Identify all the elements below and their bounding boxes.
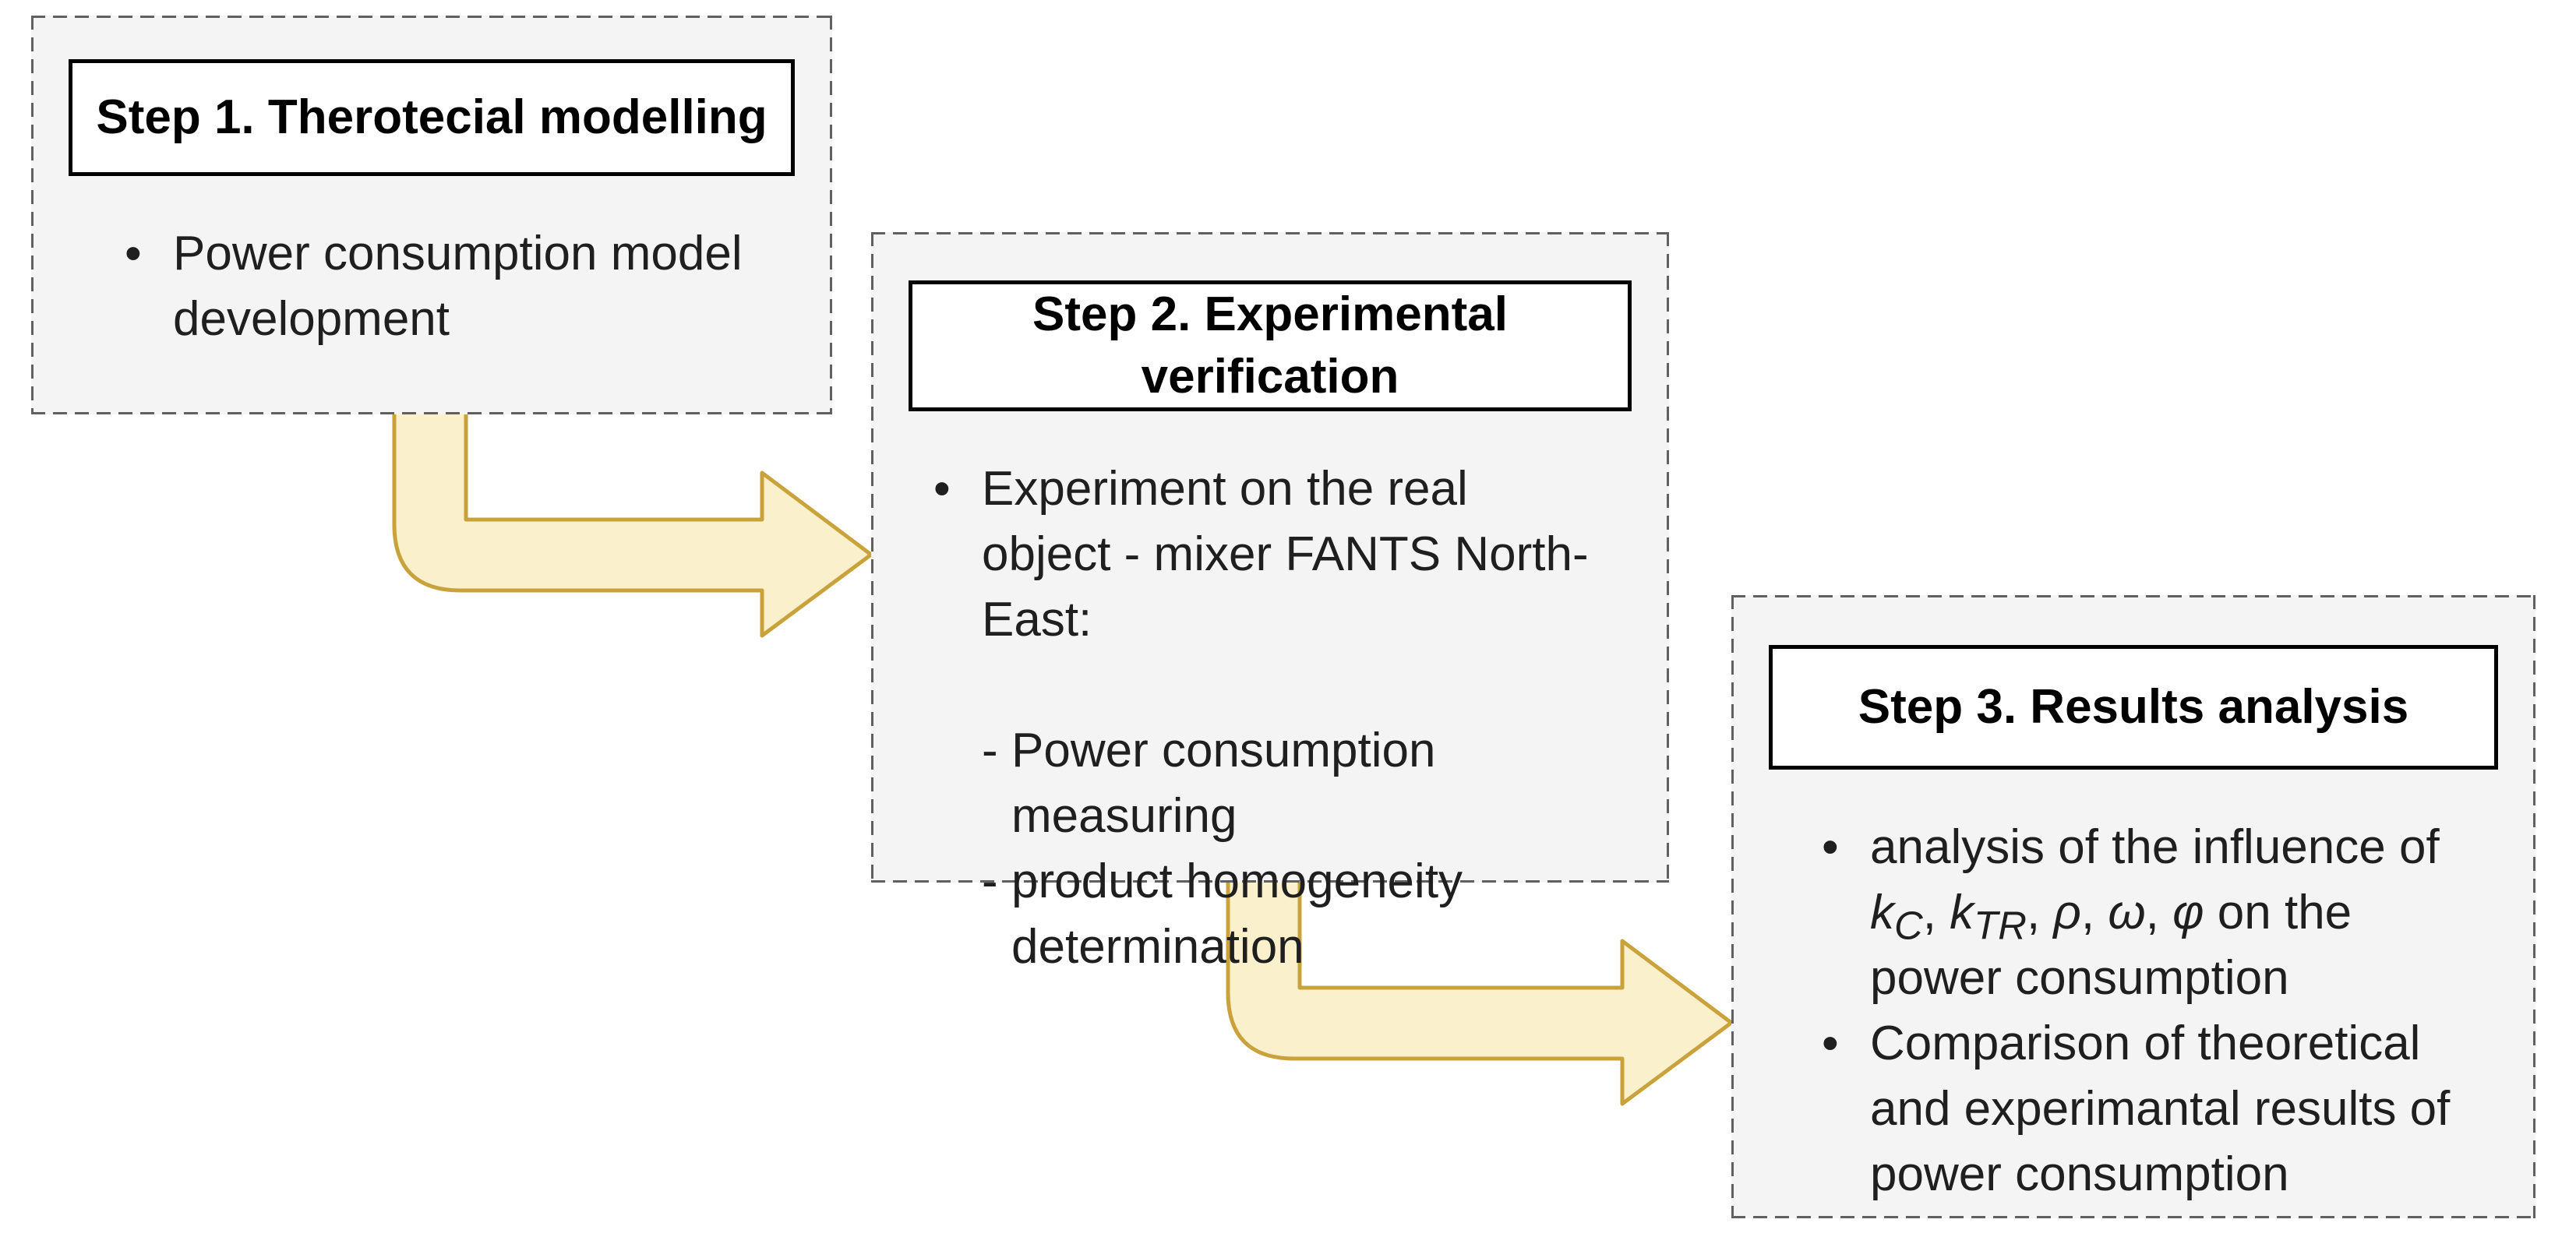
flow-arrow-step2-to-step3 bbox=[1226, 878, 1734, 1106]
step-1-title-box: Step 1. Therotecial modelling bbox=[69, 59, 795, 176]
step-3-body: • analysis of the influence of kC, kTR, … bbox=[1731, 815, 2535, 1207]
bullet-line: East: bbox=[982, 593, 1092, 647]
sub-item-line: measuring bbox=[1011, 789, 1237, 843]
bullet-line: Power consumption model bbox=[173, 227, 743, 280]
bullet-line: development bbox=[173, 292, 450, 346]
arrow-shape bbox=[392, 410, 873, 638]
sub-item-line: product homogeneity bbox=[1011, 855, 1463, 908]
bullet-line: object - mixer FANTS North- bbox=[982, 527, 1589, 581]
sub-list-item: - Power consumption measuring bbox=[982, 718, 1669, 849]
step-3-title: Step 3. Results analysis bbox=[1858, 680, 2409, 734]
bullet-line: Comparison of theoretical bbox=[1870, 1017, 2421, 1070]
step-1-body: • Power consumption model development bbox=[31, 221, 832, 352]
bullet-line: and experimantal results of bbox=[1870, 1082, 2451, 1136]
step-1-title: Step 1. Therotecial modelling bbox=[96, 90, 768, 144]
sub-item-text: product homogeneity determination bbox=[1011, 849, 1669, 980]
step-2-title-line: verification bbox=[1141, 350, 1399, 404]
bullet-text: Experiment on the real object - mixer FA… bbox=[982, 456, 1669, 980]
bullet-line: power consumption bbox=[1870, 1147, 2289, 1201]
bullet-line-math: kC, kTR, ρ, ω, φ on the bbox=[1870, 886, 2352, 948]
sub-item-line: Power consumption bbox=[1011, 724, 1436, 777]
sub-item-line: determination bbox=[1011, 920, 1304, 974]
list-item: • Comparison of theoretical and experima… bbox=[1822, 1011, 2535, 1207]
bullet-text: analysis of the influence of kC, kTR, ρ,… bbox=[1870, 815, 2535, 1011]
step-2-panel: Step 2. Experimental verification • Expe… bbox=[871, 232, 1669, 974]
bullet-marker: • bbox=[933, 462, 951, 516]
flow-arrow-step1-to-step2 bbox=[392, 410, 873, 638]
bullet-marker: • bbox=[125, 227, 142, 280]
step-2-title-box: Step 2. Experimental verification bbox=[909, 280, 1632, 411]
bullet-line: Experiment on the real bbox=[982, 462, 1468, 516]
bullet-marker: • bbox=[1822, 820, 1839, 874]
bullet-text: Comparison of theoretical and experimant… bbox=[1870, 1011, 2535, 1207]
bullet-line: analysis of the influence of bbox=[1870, 820, 2440, 874]
list-item: • Power consumption model development bbox=[125, 221, 832, 352]
bullet-text: Power consumption model development bbox=[173, 221, 832, 352]
sub-list-item: - product homogeneity determination bbox=[982, 849, 1669, 980]
bullet-marker: • bbox=[1822, 1017, 1839, 1070]
sub-item-text: Power consumption measuring bbox=[1011, 718, 1669, 849]
list-item: • analysis of the influence of kC, kTR, … bbox=[1822, 815, 2535, 1011]
list-item: • Experiment on the real object - mixer … bbox=[933, 456, 1669, 980]
step-2-title-line: Step 2. Experimental bbox=[1032, 287, 1508, 341]
bullet-line: power consumption bbox=[1870, 951, 2289, 1005]
step-1-panel: Step 1. Therotecial modelling • Power co… bbox=[31, 16, 832, 414]
dash-marker: - bbox=[982, 855, 998, 908]
step-2-body: • Experiment on the real object - mixer … bbox=[871, 456, 1669, 980]
step-3-title-box: Step 3. Results analysis bbox=[1769, 645, 2498, 770]
sub-list: - Power consumption measuring - product … bbox=[982, 718, 1669, 980]
dash-marker: - bbox=[982, 724, 998, 777]
step-3-panel: Step 3. Results analysis • analysis of t… bbox=[1731, 595, 2535, 1218]
arrow-shape bbox=[1226, 878, 1734, 1106]
